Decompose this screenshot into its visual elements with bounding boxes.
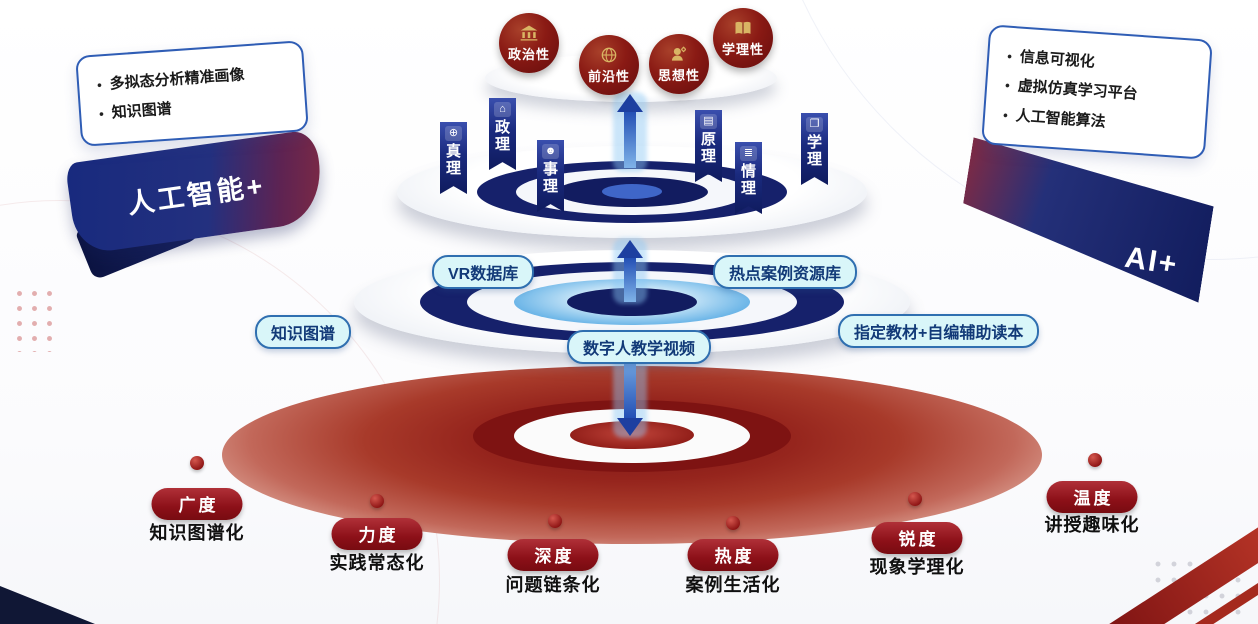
bullet-dot-icon: • bbox=[98, 106, 105, 122]
tier1-ribbon-label: 学理 bbox=[806, 134, 822, 168]
top-badge-label: 前沿性 bbox=[587, 69, 630, 84]
marker-dot bbox=[548, 514, 562, 528]
bullet-dot-icon: • bbox=[96, 77, 103, 93]
ribbon-label: 人工智能+ bbox=[125, 169, 268, 219]
globe-icon: ⊕ bbox=[445, 126, 462, 141]
dimension-caption: 讲授趣味化 bbox=[1044, 515, 1140, 535]
tier1-ribbon-label: 情理 bbox=[740, 163, 756, 197]
tier1-ribbon: ⌂ 政理 bbox=[489, 98, 516, 170]
feature-bullet-text: 知识图谱 bbox=[111, 100, 173, 122]
bullet-dot-icon: • bbox=[1006, 48, 1013, 64]
book-icon: ❐ bbox=[806, 117, 823, 132]
left-feature-card: • 多拟态分析精准画像 • 知识图谱 bbox=[75, 40, 309, 147]
dot-grid-decoration bbox=[12, 286, 60, 352]
tier1-ribbon: ❐ 学理 bbox=[801, 113, 828, 185]
books-icon: ≣ bbox=[740, 146, 757, 161]
tier1-core bbox=[602, 184, 662, 199]
bullet-dot-icon: • bbox=[1002, 107, 1009, 123]
top-badge: 政治性 bbox=[499, 13, 559, 73]
resource-pill: 热点案例资源库 bbox=[713, 255, 858, 289]
tier1-ribbon-label: 事理 bbox=[542, 161, 558, 195]
up-arrow-icon bbox=[617, 94, 643, 168]
ai-plus-ribbon-left: 人工智能+ bbox=[64, 128, 328, 256]
up-arrow-icon bbox=[617, 240, 643, 302]
dimension-caption: 知识图谱化 bbox=[149, 523, 245, 543]
top-badge-label: 政治性 bbox=[507, 47, 550, 62]
marker-dot bbox=[370, 494, 384, 508]
dimension-caption: 现象学理化 bbox=[869, 557, 965, 577]
bullet-dot-icon: • bbox=[1004, 77, 1011, 94]
marker-dot bbox=[726, 516, 740, 530]
resource-pill: 指定教材+自编辅助读本 bbox=[838, 314, 1040, 348]
down-arrow-icon bbox=[617, 352, 643, 436]
marker-dot bbox=[190, 456, 204, 470]
tier1-ribbon: ☻ 事理 bbox=[537, 140, 564, 212]
resource-pill: 数字人教学视频 bbox=[567, 330, 712, 364]
globe-icon bbox=[599, 45, 619, 65]
dimension-badge: 锐度 bbox=[871, 522, 963, 554]
top-badge: 前沿性 bbox=[579, 35, 639, 95]
top-badge-label: 学理性 bbox=[721, 42, 764, 57]
bank-icon: ⌂ bbox=[494, 102, 511, 117]
dimension-badge: 深度 bbox=[507, 539, 599, 571]
corner-triangle-decoration bbox=[0, 586, 95, 624]
dimension-caption: 案例生活化 bbox=[685, 575, 781, 595]
top-badge: 学理性 bbox=[713, 8, 773, 68]
marker-dot bbox=[908, 492, 922, 506]
tier1-ribbon: ⊕ 真理 bbox=[440, 122, 467, 194]
tier1-ribbon: ▤ 原理 bbox=[695, 110, 722, 182]
open-book-icon bbox=[733, 18, 753, 38]
dimension-caption: 实践常态化 bbox=[329, 553, 425, 573]
right-feature-card: • 信息可视化 • 虚拟仿真学习平台 • 人工智能算法 bbox=[981, 24, 1213, 160]
tier1-ribbon-label: 原理 bbox=[700, 131, 716, 165]
marker-dot bbox=[1088, 453, 1102, 467]
tier1-ribbon-label: 真理 bbox=[445, 143, 461, 177]
dimension-badge: 力度 bbox=[331, 518, 423, 550]
document-icon: ▤ bbox=[700, 114, 717, 129]
tier1-ribbon-label: 政理 bbox=[494, 119, 510, 153]
dimension-caption: 问题链条化 bbox=[505, 575, 601, 595]
bank-icon bbox=[519, 23, 539, 43]
resource-pill: VR数据库 bbox=[432, 255, 535, 289]
ribbon-label: AI+ bbox=[1122, 240, 1181, 282]
dimension-badge: 温度 bbox=[1046, 481, 1138, 513]
dimension-badge: 热度 bbox=[687, 539, 779, 571]
top-badge-label: 思想性 bbox=[657, 68, 700, 83]
person-icon: ☻ bbox=[542, 144, 559, 159]
mind-gear-icon bbox=[669, 44, 689, 64]
top-badge: 思想性 bbox=[649, 34, 709, 94]
resource-pill: 知识图谱 bbox=[255, 315, 352, 349]
feature-bullet-text: 人工智能算法 bbox=[1015, 106, 1107, 131]
dimension-badge: 广度 bbox=[151, 488, 243, 520]
tier1-ribbon: ≣ 情理 bbox=[735, 142, 762, 214]
